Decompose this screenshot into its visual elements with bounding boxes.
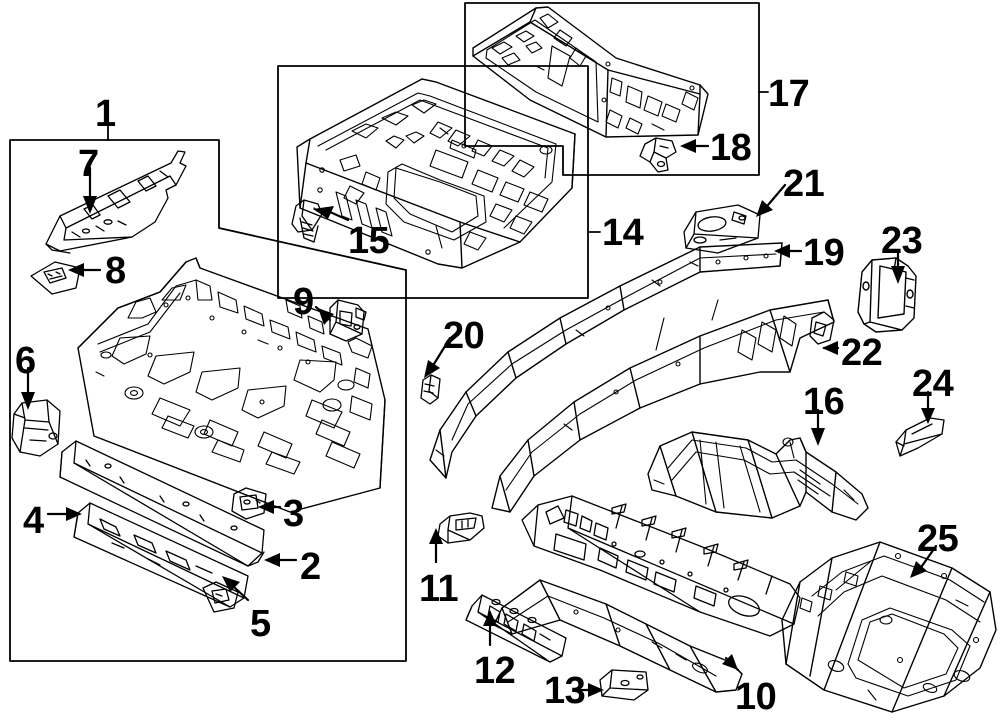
part-22-detail — [505, 299, 825, 491]
callout-19[interactable]: 19 — [803, 232, 845, 274]
part-2-front-floor-crossmember — [59, 440, 265, 567]
part-17-rear-floor-extension — [472, 6, 709, 138]
callout-17[interactable]: 17 — [768, 73, 810, 115]
part-20-side-rail-clip — [420, 374, 441, 405]
part-13-rear-floor-gusset — [599, 669, 649, 701]
part-15-rear-floor-pan-bracket — [291, 199, 323, 243]
callout-4[interactable]: 4 — [23, 500, 44, 542]
part-8-floor-pan-reinforcement — [30, 261, 81, 295]
part-5-floor-reinforcement-plate — [202, 581, 239, 613]
part-14-rear-floor-pan — [296, 78, 576, 269]
callout-8[interactable]: 8 — [105, 250, 126, 292]
part-center-stamped-panel — [521, 495, 801, 637]
part-14-rear-floor-pan-detail — [317, 92, 557, 255]
leader-lines — [21, 139, 938, 697]
part-10-detail — [507, 595, 717, 677]
part-16-detail — [653, 437, 859, 513]
callout-15[interactable]: 15 — [348, 220, 390, 262]
part-23-rear-closing-panel — [857, 257, 917, 333]
callout-23[interactable]: 23 — [881, 220, 923, 262]
callout-22[interactable]: 22 — [841, 332, 883, 374]
callout-11[interactable]: 11 — [419, 568, 459, 610]
callout-21[interactable]: 21 — [783, 163, 825, 205]
callout-14[interactable]: 14 — [602, 212, 644, 254]
callout-10[interactable]: 10 — [735, 676, 777, 718]
part-6-front-floor-side-bracket — [11, 399, 61, 457]
callout-3[interactable]: 3 — [283, 493, 304, 535]
callout-16[interactable]: 16 — [803, 381, 845, 423]
group-box-14 — [277, 65, 601, 299]
part-1-front-floor-pan — [77, 257, 386, 513]
part-9-floor-pan-mounting-bracket — [329, 299, 367, 342]
callout-12[interactable]: 12 — [474, 650, 516, 692]
part-19-detail — [435, 253, 777, 457]
part-10-rear-floor-side-rail — [493, 579, 743, 693]
part-25-detail — [799, 552, 985, 701]
callout-13[interactable]: 13 — [544, 670, 586, 712]
part-1-floor-pan-detail — [95, 279, 373, 475]
part-4-front-floor-side-member — [73, 502, 249, 608]
part-19-front-side-rail-upper — [429, 242, 783, 479]
part-18-rear-floor-extension-bracket — [639, 137, 677, 173]
callout-18[interactable]: 18 — [710, 127, 752, 169]
part-22-side-rail-lower — [491, 299, 835, 513]
callout-6[interactable]: 6 — [15, 340, 36, 382]
part-17-detail — [485, 13, 699, 135]
part-25-rear-floor-panel-assembly — [781, 541, 997, 713]
part-22-side-rail-rear-bracket — [809, 311, 835, 345]
part-11-rear-floor-bracket — [437, 512, 485, 544]
part-21-rail-end-plate — [683, 204, 761, 254]
group-box-1 — [9, 116, 407, 662]
callout-20[interactable]: 20 — [443, 315, 485, 357]
part-24-rail-stiffener-strip — [895, 417, 945, 457]
callout-2[interactable]: 2 — [300, 546, 321, 588]
part-3-floor-pan-bracket-small — [231, 487, 267, 520]
callout-5[interactable]: 5 — [250, 603, 271, 645]
part-7-front-floor-rail — [45, 150, 187, 254]
callout-25[interactable]: 25 — [917, 518, 959, 560]
callout-1[interactable]: 1 — [95, 93, 116, 135]
callout-7[interactable]: 7 — [78, 143, 99, 185]
callout-9[interactable]: 9 — [293, 281, 314, 323]
callout-24[interactable]: 24 — [912, 363, 954, 405]
